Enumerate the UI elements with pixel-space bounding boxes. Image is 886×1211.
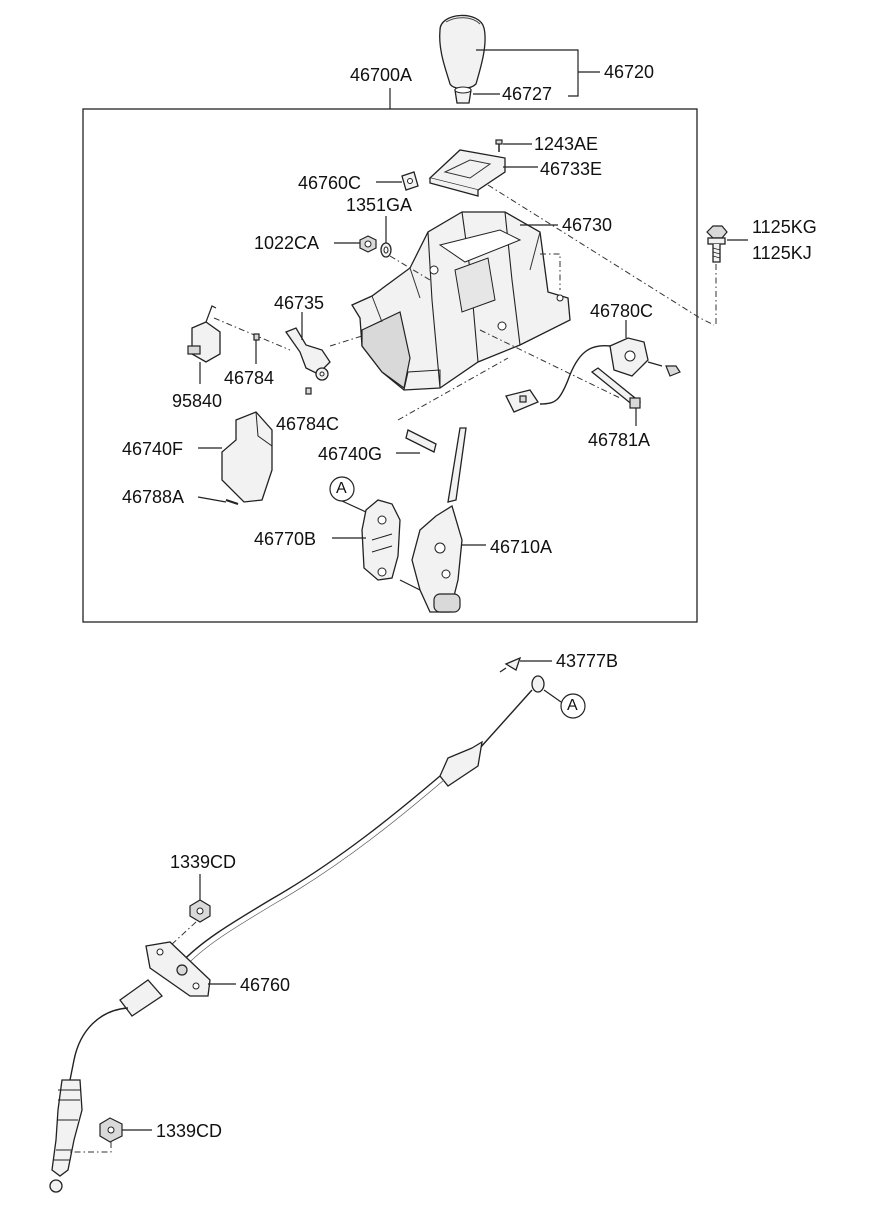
- pin-46784: [253, 333, 260, 341]
- callout-1351ga: 1351GA: [346, 195, 413, 215]
- pin-46784c: [305, 387, 312, 395]
- nut-1339cd-top: [189, 899, 211, 923]
- callout-46781a: 46781A: [588, 430, 651, 450]
- nut-1339cd-bottom: [99, 1117, 123, 1143]
- washer-1351ga: [380, 242, 392, 258]
- bolt-1125kg: [706, 225, 728, 263]
- plate-46770b: [361, 499, 401, 581]
- callout-1243ae: 1243AE: [534, 134, 599, 154]
- shifter-housing: [351, 211, 571, 391]
- callout-46760: 46760: [240, 975, 291, 995]
- pin-46788a: [225, 499, 239, 505]
- callout-46733e: 46733E: [540, 159, 603, 179]
- reference-mark-a-lower: A: [567, 697, 578, 714]
- callout-95840: 95840: [172, 391, 223, 411]
- sensor-46780c: [505, 337, 681, 413]
- control-cable: [49, 675, 545, 1193]
- callout-46735: 46735: [274, 293, 325, 313]
- reference-mark-a-upper: A: [336, 480, 347, 497]
- callout-46727: 46727: [502, 84, 553, 104]
- cover-46740f: [221, 411, 273, 503]
- callout-46740f: 46740F: [122, 439, 184, 459]
- callout-46730: 46730: [562, 215, 613, 235]
- nut-1022ca: [359, 235, 377, 253]
- callout-46710a: 46710A: [490, 537, 553, 557]
- reference-mark-a-lower-circle: [560, 693, 586, 719]
- callout-1125kj: 1125KJ: [752, 243, 812, 263]
- clip-46740g: [405, 429, 437, 453]
- callout-1125kg: 1125KG: [752, 217, 817, 237]
- callout-46788a: 46788A: [122, 487, 185, 507]
- screw-1243ae: [495, 139, 503, 152]
- pin-46781a: [590, 367, 642, 409]
- callout-46780c: 46780C: [590, 301, 654, 321]
- clip-46760c: [401, 171, 419, 191]
- indicator-plate: [428, 149, 506, 197]
- callout-46740g: 46740G: [318, 444, 383, 464]
- callout-46770b: 46770B: [254, 529, 317, 549]
- callout-46784: 46784: [224, 368, 275, 388]
- shift-lever-46710a: [399, 427, 467, 613]
- switch-95840: [187, 305, 221, 363]
- clip-43777b: [499, 656, 522, 673]
- callout-1339cd-bottom: 1339CD: [156, 1121, 223, 1141]
- callout-43777b: 43777B: [556, 651, 619, 671]
- callout-46784c: 46784C: [276, 414, 340, 434]
- shift-knob: [439, 14, 486, 90]
- callout-46720: 46720: [604, 62, 655, 82]
- callout-1022ca: 1022CA: [254, 233, 320, 253]
- callout-46760c: 46760C: [298, 173, 362, 193]
- lever-46735: [284, 327, 331, 381]
- callout-46700a: 46700A: [350, 65, 413, 85]
- callout-1339cd-top: 1339CD: [170, 852, 237, 872]
- knob-bushing: [454, 86, 472, 104]
